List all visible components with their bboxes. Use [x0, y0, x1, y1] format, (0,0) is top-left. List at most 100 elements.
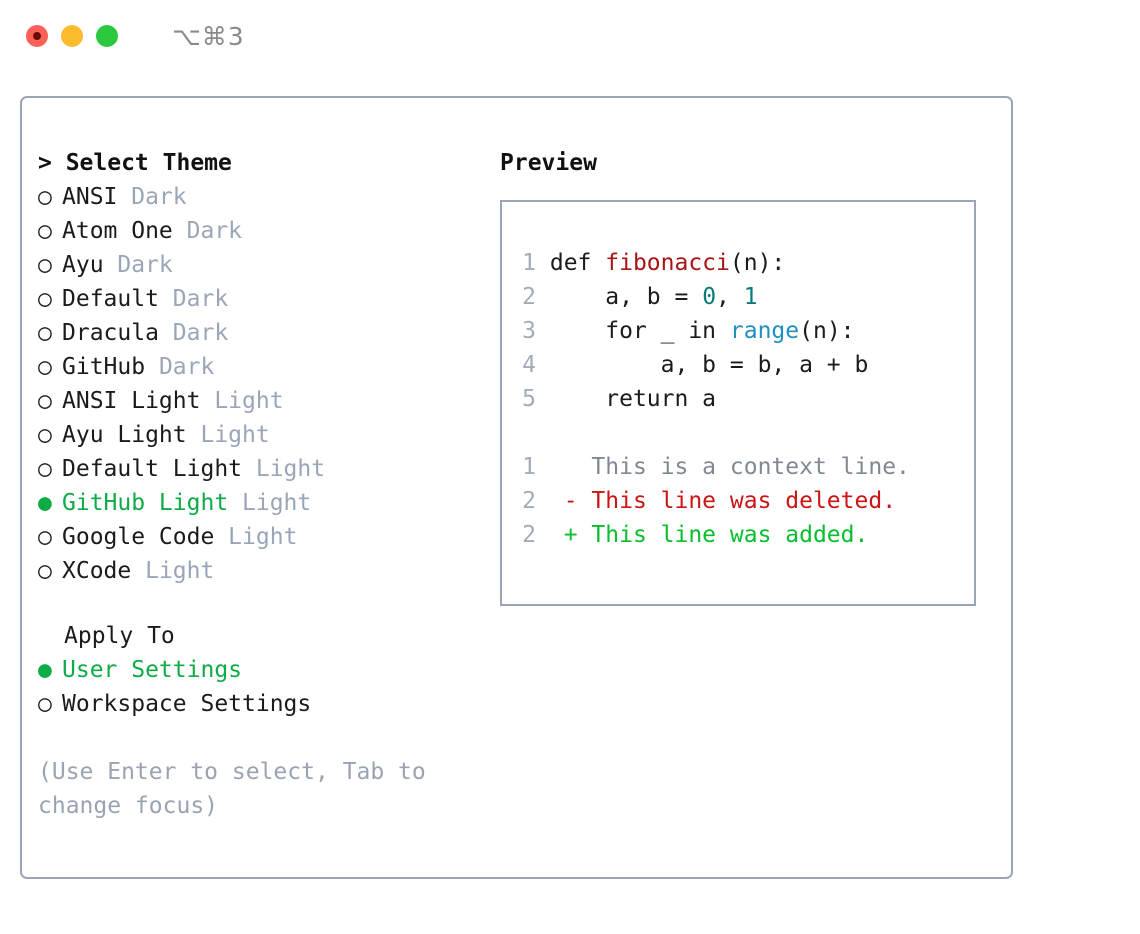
theme-variant-badge: Dark — [158, 320, 229, 346]
code-line: 2 a, b = 0, 1 — [514, 280, 910, 314]
code-token-plain: , — [716, 284, 744, 310]
theme-option-atom-one[interactable]: ○ Atom One Dark — [38, 214, 478, 248]
diff-text-add: + This line was added. — [549, 522, 869, 548]
theme-option-label: ANSI — [62, 184, 118, 210]
theme-option-github-light[interactable]: ● GitHub Light Light — [38, 486, 478, 520]
hint-spacer — [38, 721, 478, 755]
theme-variant-badge: Light — [214, 524, 298, 550]
radio-unselected-icon: ○ — [38, 354, 52, 380]
line-number: 5 — [522, 386, 536, 412]
line-number: 2 — [522, 488, 536, 514]
diff-text-del: - This line was deleted. — [549, 488, 897, 514]
theme-option-dracula[interactable]: ○ Dracula Dark — [38, 316, 478, 350]
theme-variant-badge: Dark — [172, 218, 243, 244]
apply-to-option-label: User Settings — [62, 657, 243, 683]
radio-unselected-icon: ○ — [38, 422, 52, 448]
apply-to-option-label: Workspace Settings — [62, 691, 312, 717]
keyboard-hint-text: (Use Enter to select, Tab to change focu… — [38, 759, 440, 819]
code-line: 3 for _ in range(n): — [514, 314, 910, 348]
theme-option-label: Default — [62, 286, 159, 312]
theme-option-xcode[interactable]: ○ XCode Light — [38, 554, 478, 588]
theme-option-label: Ayu — [62, 252, 104, 278]
theme-option-label: ANSI Light — [62, 388, 201, 414]
zoom-button[interactable] — [96, 25, 118, 47]
diff-line-ctx: 1 This is a context line. — [514, 450, 910, 484]
apply-to-option-workspace-settings[interactable]: ○ Workspace Settings — [38, 687, 478, 721]
radio-unselected-icon: ○ — [38, 388, 52, 414]
code-token-plain: (n): — [729, 250, 786, 276]
theme-option-label: Default Light — [62, 456, 243, 482]
theme-option-label: Google Code — [62, 524, 215, 550]
radio-unselected-icon: ○ — [38, 524, 52, 550]
window-controls — [26, 25, 118, 47]
diff-text-ctx: This is a context line. — [549, 454, 910, 480]
theme-variant-badge: Light — [228, 490, 312, 516]
theme-option-label: GitHub Light — [62, 490, 229, 516]
code-token-plain: for _ in — [549, 318, 730, 344]
theme-option-google-code[interactable]: ○ Google Code Light — [38, 520, 478, 554]
code-line: 4 a, b = b, a + b — [514, 348, 910, 382]
theme-selection-column: > Select Theme ○ANSI Dark○Atom One Dark○… — [38, 146, 478, 823]
theme-option-default-light[interactable]: ○ Default Light Light — [38, 452, 478, 486]
theme-option-default[interactable]: ○ Default Dark — [38, 282, 478, 316]
code-token-plain: a, b = — [549, 284, 703, 310]
theme-variant-badge: Light — [186, 422, 270, 448]
line-number: 1 — [522, 250, 536, 276]
code-token-plain: return a — [549, 386, 717, 412]
radio-unselected-icon: ○ — [38, 691, 52, 717]
theme-option-label: Dracula — [62, 320, 159, 346]
line-number: 2 — [522, 522, 536, 548]
theme-variant-badge: Light — [131, 558, 215, 584]
keyboard-shortcut-label: ⌥⌘3 — [172, 22, 245, 51]
code-token-num: 1 — [743, 284, 758, 310]
preview-heading: Preview — [500, 150, 597, 176]
section-spacer — [38, 588, 478, 619]
title-bar: ⌥⌘3 — [0, 0, 1140, 78]
radio-unselected-icon: ○ — [38, 558, 52, 584]
theme-option-label: XCode — [62, 558, 132, 584]
theme-variant-badge: Dark — [117, 184, 187, 210]
radio-selected-icon: ● — [38, 490, 52, 516]
apply-to-option-list[interactable]: ● User Settings ○ Workspace Settings — [38, 653, 478, 721]
diff-line-add: 2 + This line was added. — [514, 518, 910, 552]
code-token-func: fibonacci — [605, 250, 730, 276]
theme-option-label: Ayu Light — [62, 422, 187, 448]
radio-unselected-icon: ○ — [38, 218, 52, 244]
apply-to-heading: Apply To — [64, 623, 175, 649]
close-button[interactable] — [26, 25, 48, 47]
code-token-plain: (n): — [799, 318, 855, 344]
line-number: 3 — [522, 318, 536, 344]
code-token-plain: def — [549, 250, 606, 276]
theme-option-ansi-light[interactable]: ○ ANSI Light Light — [38, 384, 478, 418]
radio-selected-icon: ● — [38, 657, 52, 683]
radio-unselected-icon: ○ — [38, 184, 52, 210]
theme-option-ansi[interactable]: ○ ANSI Dark — [38, 180, 478, 214]
theme-variant-badge: Light — [242, 456, 326, 482]
code-token-plain: a, b = b, a + b — [549, 352, 869, 378]
theme-option-ayu-light[interactable]: ○ Ayu Light Light — [38, 418, 478, 452]
line-number: 2 — [522, 284, 536, 310]
code-blank-line — [514, 416, 910, 450]
main-panel: > Select Theme ○ANSI Dark○Atom One Dark○… — [20, 96, 1013, 879]
select-theme-heading: > Select Theme — [38, 150, 232, 176]
radio-unselected-icon: ○ — [38, 320, 52, 346]
minimize-button[interactable] — [61, 25, 83, 47]
theme-option-label: GitHub — [62, 354, 146, 380]
theme-option-label: Atom One — [62, 218, 173, 244]
code-line: 5 return a — [514, 382, 910, 416]
line-number: 4 — [522, 352, 536, 378]
theme-option-ayu[interactable]: ○Ayu Dark — [38, 248, 478, 282]
diff-line-del: 2 - This line was deleted. — [514, 484, 910, 518]
theme-option-list[interactable]: ○ ANSI Dark ○ Atom One Dark ○ Ayu Dark ○ Defaul… — [38, 180, 478, 588]
radio-unselected-icon: ○ — [38, 252, 52, 278]
code-token-builtin: range — [729, 318, 800, 344]
radio-unselected-icon: ○ — [38, 456, 52, 482]
apply-to-option-user-settings[interactable]: ● User Settings — [38, 653, 478, 687]
theme-variant-badge: Light — [200, 388, 284, 414]
radio-unselected-icon: ○ — [38, 286, 52, 312]
theme-variant-badge: Dark — [145, 354, 215, 380]
theme-variant-badge: Dark — [158, 286, 229, 312]
code-token-num: 0 — [702, 284, 717, 310]
theme-option-github[interactable]: ○ GitHub Dark — [38, 350, 478, 384]
